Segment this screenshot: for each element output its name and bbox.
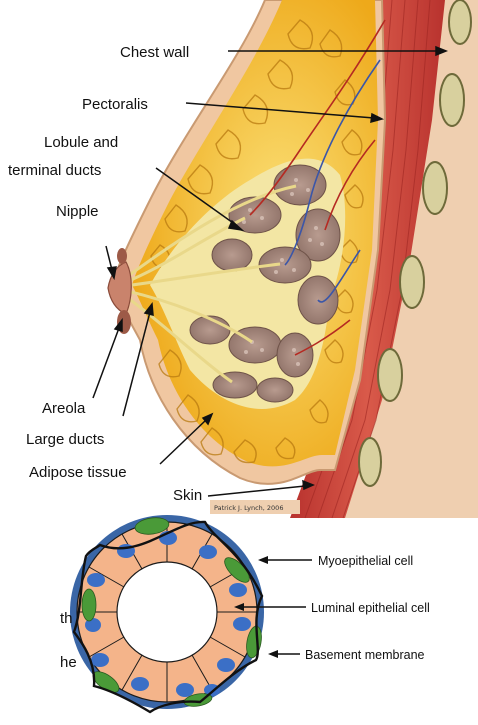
illustration-credit: Patrick J. Lynch, 2006 [214,504,283,512]
label-skin: Skin [173,487,202,504]
duct-lumen [117,562,217,662]
label-lobule-line1: Lobule and [44,134,118,151]
label-lobule-line2: terminal ducts [8,162,101,179]
cut-off-text-line1: th [60,610,73,627]
duct-cross-section [70,515,264,712]
label-large-ducts: Large ducts [26,431,104,448]
label-luminal-epithelial-cell: Luminal epithelial cell [311,601,430,615]
label-pectoralis: Pectoralis [82,96,148,113]
label-chest-wall: Chest wall [120,44,189,61]
label-nipple: Nipple [56,203,99,220]
cut-off-text-line2: he [60,654,77,671]
breast-anatomy-illustration: Patrick J. Lynch, 2006 [108,0,478,518]
label-adipose-tissue: Adipose tissue [29,464,127,481]
label-basement-membrane: Basement membrane [305,648,425,662]
label-areola: Areola [42,400,86,417]
label-myoepithelial-cell: Myoepithelial cell [318,554,413,568]
